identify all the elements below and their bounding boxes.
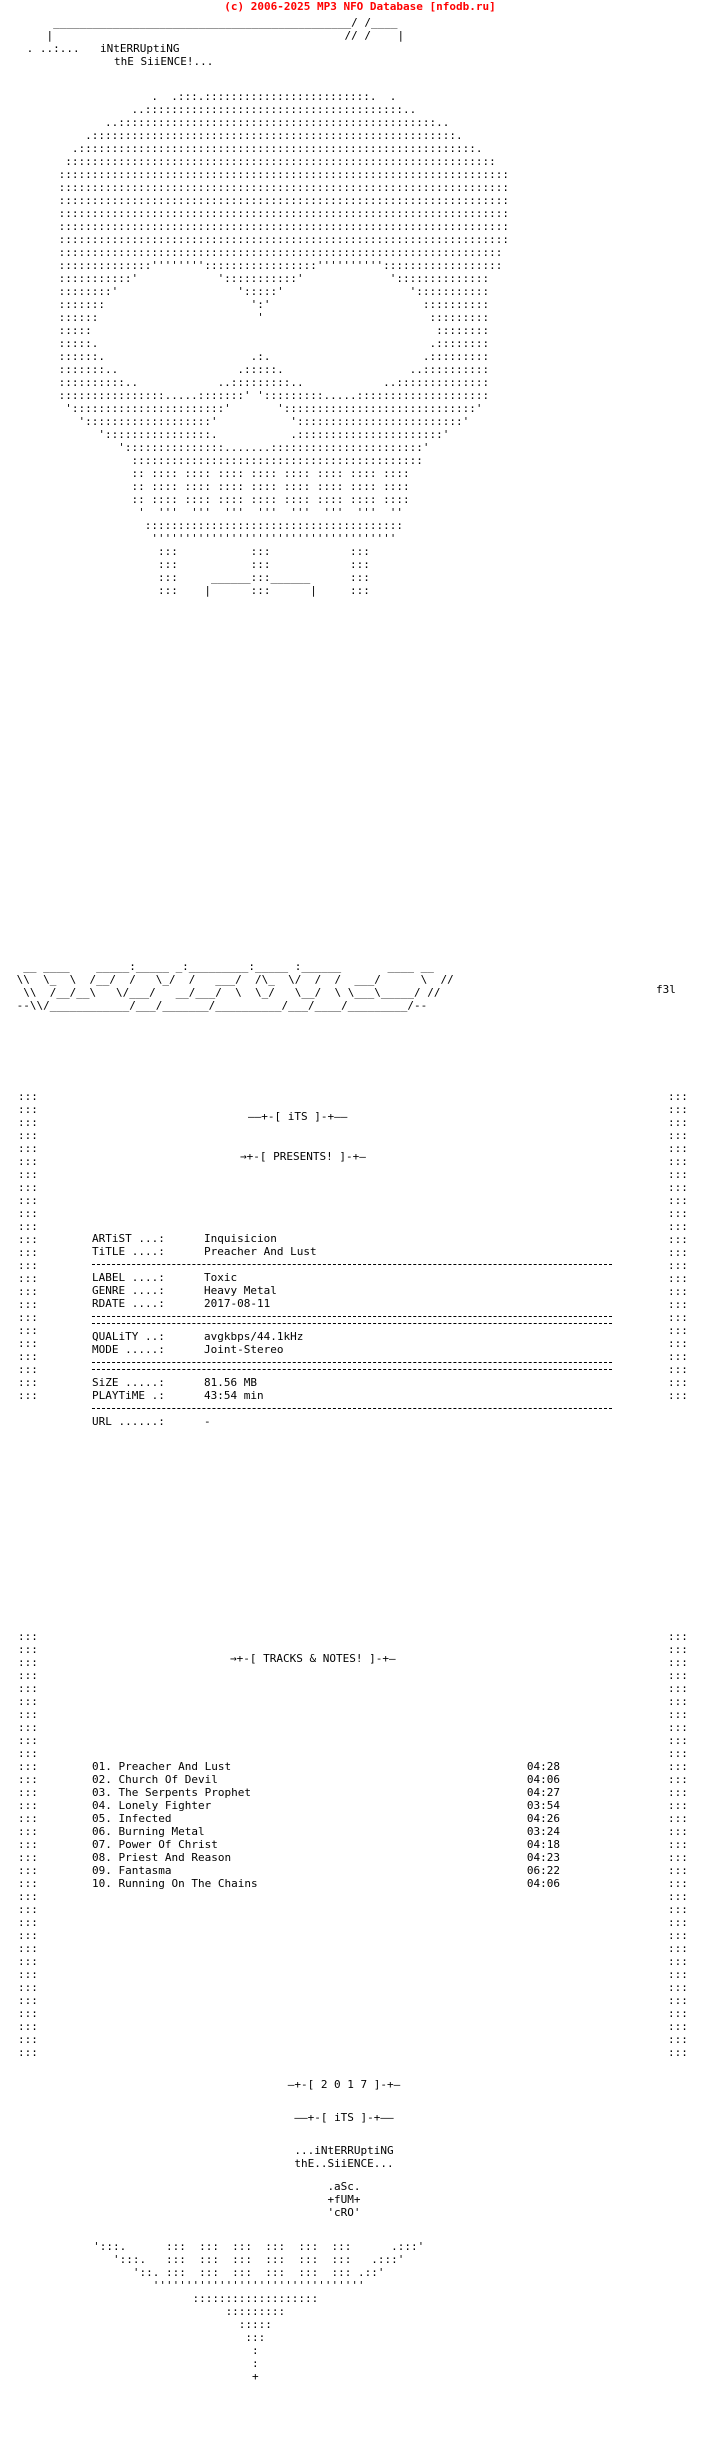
size-value: 81.56 MB [204, 1376, 257, 1389]
title-label: TiTLE ....: [92, 1245, 165, 1258]
footer-block: —+-[ 2 0 1 7 ]-+— ——+-[ iTS ]-+—— ...iNt… [254, 2078, 434, 2219]
copyright-header: (c) 2006-2025 MP3 NFO Database [nfodb.ru… [224, 0, 496, 13]
track-time: 04:18 [526, 1838, 560, 1851]
track-row: 09. Fantasma 06:22 [92, 1864, 560, 1877]
right-border-art-2: ::: ::: ::: ::: ::: ::: ::: ::: ::: ::: … [668, 1630, 688, 2059]
track-name: 08. Priest And Reason [92, 1851, 232, 1864]
track-time: 04:26 [526, 1812, 560, 1825]
artist-row: ARTiST ...: Inquisicion [92, 1232, 612, 1245]
credit-cro: 'cRO' [327, 2206, 361, 2219]
top-banner-frame: ________________________________________… [26, 16, 405, 55]
bottom-ascii-art: ':::. ::: ::: ::: ::: ::: ::: .:::' ':::… [93, 2240, 425, 2383]
tracks-header: →+-[ TRACKS & NOTES! ]-+— [230, 1652, 396, 1665]
divider [92, 1408, 612, 1409]
url-row: URL ......: - [92, 1415, 612, 1428]
divider [92, 1323, 612, 1324]
rdate-label: RDATE ....: [92, 1297, 165, 1310]
its-label: ——+-[ iTS ]-+—— [248, 1110, 348, 1123]
track-row: 08. Priest And Reason 04:23 [92, 1851, 560, 1864]
quality-row: QUALiTY ..: avgkbps/44.1kHz [92, 1330, 612, 1343]
credit-asc: .aSc. [327, 2180, 361, 2193]
artist-label: ARTiST ...: [92, 1232, 165, 1245]
track-name: 05. Infected [92, 1812, 172, 1825]
track-row: 04. Lonely Fighter 03:54 [92, 1799, 560, 1812]
genre-label: GENRE ....: [92, 1284, 165, 1297]
its-tag-top: ——+-[ iTS ]-+—— [240, 1110, 347, 1123]
track-name: 01. Preacher And Lust [92, 1760, 232, 1773]
mode-row: MODE .....: Joint-Stereo [92, 1343, 612, 1356]
playtime-row: PLAYTiME .: 43:54 min [92, 1389, 612, 1402]
artist-value: Inquisicion [204, 1232, 277, 1245]
artist-tag: f3l [656, 983, 676, 996]
right-border-art: ::: ::: ::: ::: ::: ::: ::: ::: ::: ::: … [668, 1090, 688, 1402]
left-border-art: ::: ::: ::: ::: ::: ::: ::: ::: ::: ::: … [18, 1090, 38, 1402]
rdate-row: RDATE ....: 2017-08-11 [92, 1297, 612, 1310]
skull-ascii-art: . .:::.:::::::::::::::::::::::::. . ..::… [58, 90, 509, 597]
track-row: 10. Running On The Chains 04:06 [92, 1877, 560, 1890]
track-row: 01. Preacher And Lust 04:28 [92, 1760, 560, 1773]
playtime-value: 43:54 min [204, 1389, 264, 1402]
track-name: 10. Running On The Chains [92, 1877, 258, 1890]
track-name: 04. Lonely Fighter [92, 1799, 212, 1812]
mode-label: MODE .....: [92, 1343, 165, 1356]
divider [92, 1264, 612, 1265]
rdate-value: 2017-08-11 [204, 1297, 271, 1310]
track-time: 04:28 [526, 1760, 560, 1773]
url-label: URL ......: [92, 1415, 165, 1428]
track-time: 04:06 [526, 1877, 560, 1890]
track-row: 03. The Serpents Prophet 04:27 [92, 1786, 560, 1799]
quality-label: QUALiTY ..: [92, 1330, 165, 1343]
track-name: 09. Fantasma [92, 1864, 172, 1877]
size-label: SiZE .....: [92, 1376, 165, 1389]
logo-banner: __ ____ _____:_____ _:_________:_____ :_… [16, 960, 454, 1012]
mode-value: Joint-Stereo [204, 1343, 284, 1356]
track-time: 04:23 [526, 1851, 560, 1864]
footer-its: ——+-[ iTS ]-+—— [294, 2111, 394, 2124]
track-row: 02. Church Of Devil 04:06 [92, 1773, 560, 1786]
track-time: 03:54 [526, 1799, 560, 1812]
genre-row: GENRE ....: Heavy Metal [92, 1284, 612, 1297]
track-name: 06. Burning Metal [92, 1825, 205, 1838]
footer-name-line1: ...iNtERRUptiNG [294, 2144, 394, 2157]
size-row: SiZE .....: 81.56 MB [92, 1376, 612, 1389]
genre-value: Heavy Metal [204, 1284, 277, 1297]
track-time: 04:06 [526, 1773, 560, 1786]
track-time: 03:24 [526, 1825, 560, 1838]
presents-label: →+-[ PRESENTS! ]-+— [240, 1150, 366, 1163]
track-name: 03. The Serpents Prophet [92, 1786, 251, 1799]
track-time: 06:22 [526, 1864, 560, 1877]
title-value: Preacher And Lust [204, 1245, 317, 1258]
credit-fum: +fUM+ [327, 2193, 361, 2206]
track-row: 07. Power Of Christ 04:18 [92, 1838, 560, 1851]
track-time: 04:27 [526, 1786, 560, 1799]
track-name: 07. Power Of Christ [92, 1838, 218, 1851]
footer-name-line2: thE..SiiENCE... [294, 2157, 394, 2170]
group-name-line2: thE SiiENCE!... [114, 55, 214, 68]
left-border-art-2: ::: ::: ::: ::: ::: ::: ::: ::: ::: ::: … [18, 1630, 38, 2059]
label-label: LABEL ....: [92, 1271, 165, 1284]
quality-value: avgkbps/44.1kHz [204, 1330, 304, 1343]
divider [92, 1362, 612, 1363]
group-name-top: iNtERRUptiNG thE SiiENCE!... [100, 42, 213, 68]
track-row: 05. Infected 04:26 [92, 1812, 560, 1825]
playtime-label: PLAYTiME .: [92, 1389, 165, 1402]
divider [92, 1316, 612, 1317]
label-row: LABEL ....: Toxic [92, 1271, 612, 1284]
title-row: TiTLE ....: Preacher And Lust [92, 1245, 612, 1258]
divider [92, 1369, 612, 1370]
release-info: ARTiST ...: Inquisicion TiTLE ....: Preach… [92, 1232, 612, 1428]
footer-year: —+-[ 2 0 1 7 ]-+— [287, 2078, 401, 2091]
group-name-line1: iNtERRUptiNG [100, 42, 180, 55]
track-row: 06. Burning Metal 03:24 [92, 1825, 560, 1838]
track-name: 02. Church Of Devil [92, 1773, 218, 1786]
url-value: - [204, 1415, 211, 1428]
label-value: Toxic [204, 1271, 238, 1284]
